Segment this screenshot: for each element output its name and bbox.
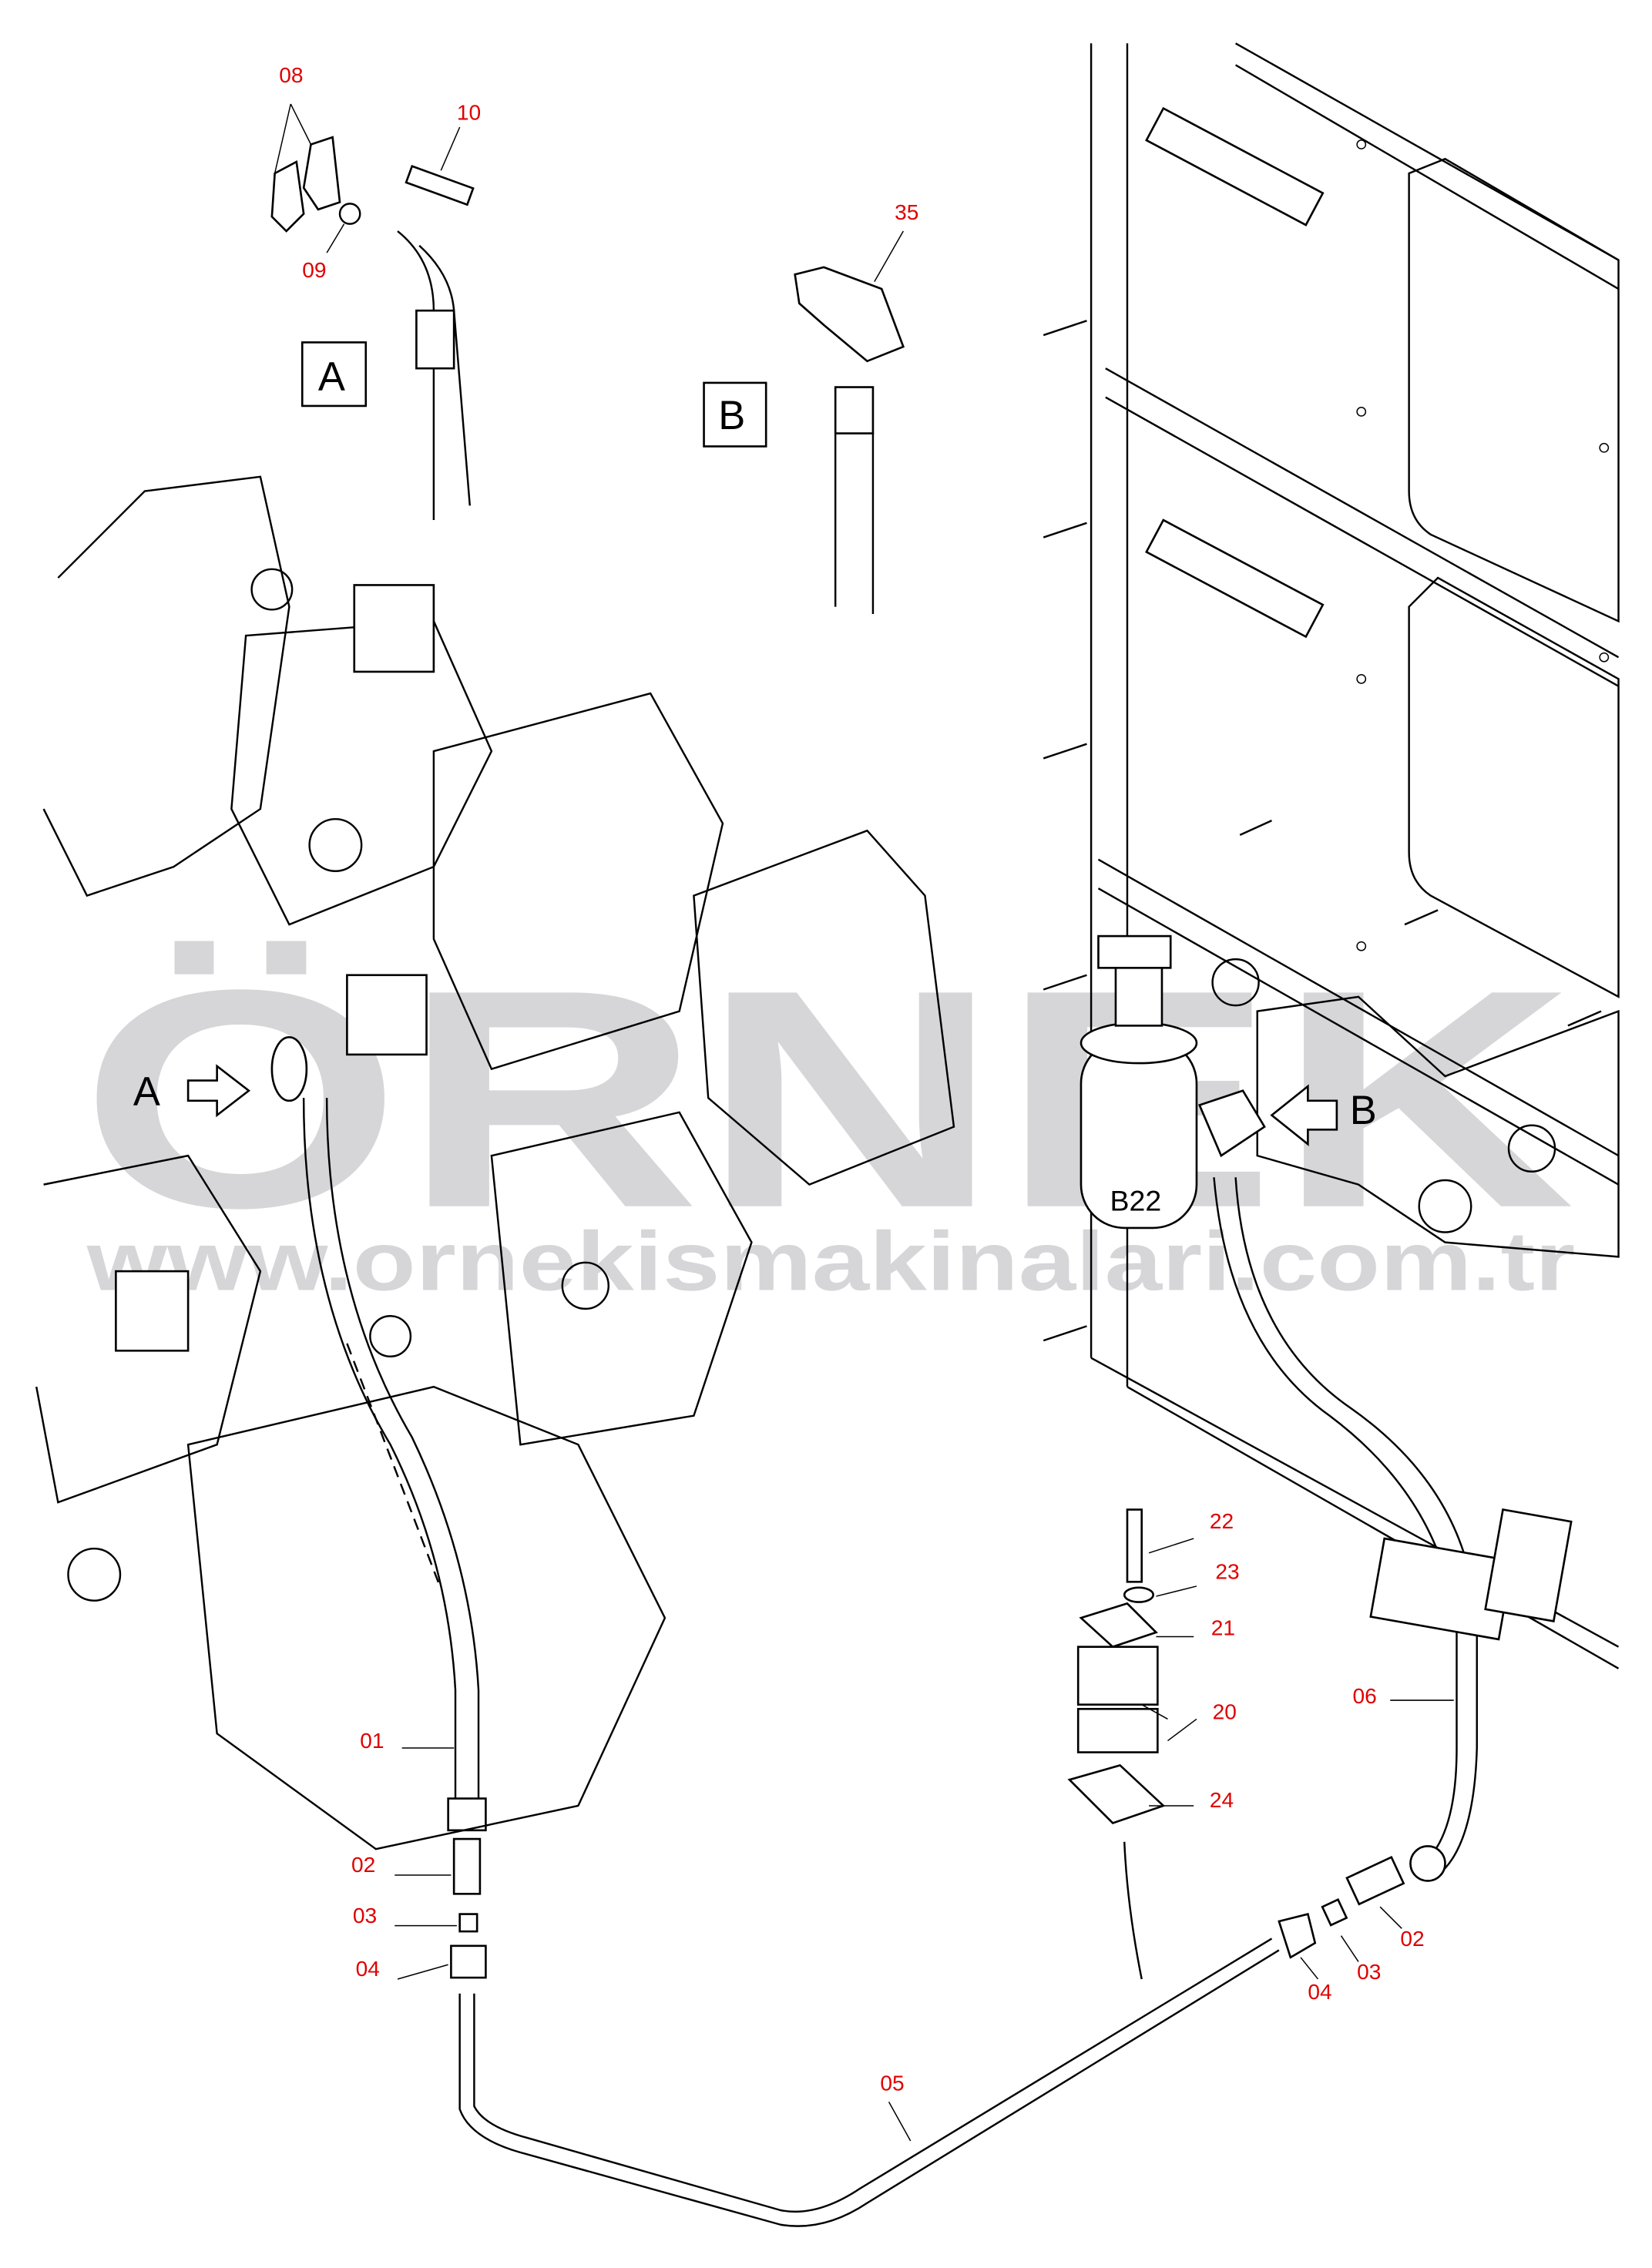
callout-06: 06 xyxy=(1352,1684,1376,1708)
detail-a: A xyxy=(270,103,475,521)
view-arrow-b: B xyxy=(1270,1084,1377,1146)
filter-label: B22 xyxy=(1110,1184,1161,1216)
pipe-05 xyxy=(458,1845,1446,2227)
detail-a-box xyxy=(301,341,368,408)
callout-08: 08 xyxy=(279,63,303,87)
callout-03-left: 03 xyxy=(353,1904,377,1927)
watermark-url: www.ornekismakinalari.com.tr xyxy=(86,1216,1576,1309)
callout-22: 22 xyxy=(1210,1509,1234,1533)
hose-06 xyxy=(1213,1177,1573,1876)
view-arrow-a: A xyxy=(133,1036,308,1118)
pump-assembly xyxy=(35,475,955,1850)
callout-02-right: 02 xyxy=(1400,1927,1424,1951)
callouts: 08 10 09 35 22 23 21 20 24 06 01 02 03 0… xyxy=(279,63,1424,2095)
studs xyxy=(1043,320,1602,1342)
frame-bar xyxy=(1145,106,1325,226)
callout-21: 21 xyxy=(1211,1616,1235,1640)
callout-02-left: 02 xyxy=(351,1853,375,1877)
watermark-brand: ÖRNEK xyxy=(79,926,1575,1273)
detail-b: B xyxy=(703,230,905,614)
callout-24: 24 xyxy=(1210,1788,1234,1812)
detail-a-box-label: A xyxy=(318,354,345,399)
clamp-parts xyxy=(1067,1508,1166,1980)
leader-lines xyxy=(395,1538,1454,2142)
callout-03-right: 03 xyxy=(1357,1960,1381,1984)
callout-20: 20 xyxy=(1213,1699,1237,1723)
hose-01 xyxy=(302,1098,487,1979)
callout-35: 35 xyxy=(895,200,918,224)
detail-b-box xyxy=(703,381,767,448)
callout-10: 10 xyxy=(457,101,481,125)
watermark: ÖRNEK www.ornekismakinalari.com.tr xyxy=(79,926,1575,1309)
callout-04-left: 04 xyxy=(356,1957,380,1981)
callout-09: 09 xyxy=(302,258,326,282)
callout-05: 05 xyxy=(880,2071,904,2095)
frame-structure xyxy=(1043,42,1620,1669)
view-arrow-b-label: B xyxy=(1350,1088,1377,1133)
view-arrow-a-label: A xyxy=(133,1069,160,1114)
callout-23: 23 xyxy=(1215,1560,1239,1584)
callout-01: 01 xyxy=(360,1729,384,1753)
frame-bar xyxy=(1145,518,1325,639)
detail-b-box-label: B xyxy=(718,393,745,438)
callout-04-right: 04 xyxy=(1308,1980,1331,2004)
filter-b22: B22 xyxy=(1080,934,1266,1230)
